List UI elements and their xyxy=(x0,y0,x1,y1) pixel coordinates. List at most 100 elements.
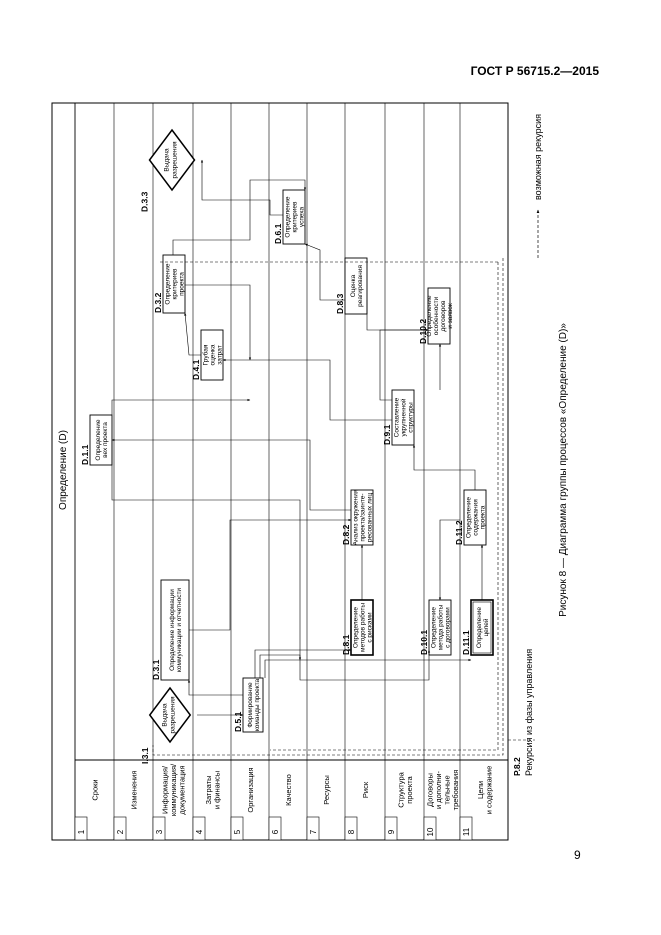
flow-connector xyxy=(259,649,431,681)
lane-name: Риск xyxy=(361,781,370,798)
lane-name: коммуникация/ xyxy=(169,763,178,816)
lane-number: 10 xyxy=(426,827,435,836)
process-id: D.8.3 xyxy=(335,293,345,314)
lane-name: тельные xyxy=(442,775,451,804)
lane-name: Качество xyxy=(284,774,293,806)
diagram-title: Определение (D) xyxy=(58,430,69,510)
lane-name: и содержание xyxy=(484,766,493,815)
recursion-id: P.8.2 xyxy=(512,757,522,776)
process-id: D.10.2 xyxy=(418,319,428,344)
process-label: и заявок xyxy=(447,303,454,329)
lane-name: Сроки xyxy=(91,779,100,800)
lane-name: и финансы xyxy=(212,771,221,809)
flow-connector xyxy=(111,440,302,661)
process-label: Оценка xyxy=(350,274,357,297)
process-label: затрат xyxy=(217,345,224,365)
diagram-frame xyxy=(51,102,509,841)
flow-connector xyxy=(189,518,352,631)
process-label: Выдача xyxy=(164,148,171,172)
process-label: разрешения xyxy=(170,696,177,733)
flow-connector xyxy=(264,658,472,678)
process-id: D.11.2 xyxy=(454,520,464,545)
page-number: 9 xyxy=(574,848,581,862)
flow-connector xyxy=(412,444,476,490)
process-id: D.5.1 xyxy=(233,711,243,732)
process-label: вех проекта xyxy=(102,422,109,458)
lane-name: проекта xyxy=(405,775,414,803)
lane-name: Договоры xyxy=(425,773,434,807)
process-label: Формирование xyxy=(247,682,254,728)
lane-number: 11 xyxy=(462,827,471,836)
lane-number: 9 xyxy=(387,829,396,834)
process-id: D.11.1 xyxy=(461,630,471,655)
lane-name: Цели xyxy=(476,781,485,799)
lane-name: Ресурсы xyxy=(322,775,331,805)
process-id: D.3.2 xyxy=(153,292,163,313)
process-label: структуры xyxy=(408,402,415,433)
process-label: Определение информации xyxy=(169,589,176,671)
lane-name: документация xyxy=(178,765,187,814)
process-label: Определение xyxy=(466,497,473,538)
flow-connector xyxy=(254,648,352,678)
diagram-caption: Рисунок 8 — Диаграмма группы процессов «… xyxy=(558,323,569,617)
process-label: Выдача xyxy=(162,703,169,727)
recursion-label: Рекурсия из фазы управления xyxy=(524,649,534,776)
process-label: Определение xyxy=(285,196,292,237)
document-header: ГОСТ Р 56715.2—2015 xyxy=(470,64,599,78)
process-label: критериев xyxy=(292,201,299,232)
process-label: Составление xyxy=(394,397,401,437)
recursion-dashed-line xyxy=(152,258,504,756)
flow-connector xyxy=(304,243,345,301)
process-id: D.9.1 xyxy=(382,424,392,445)
lane-number: 1 xyxy=(77,829,86,834)
flow-connector xyxy=(187,679,243,696)
lane-number: 7 xyxy=(309,829,318,834)
lane-number: 5 xyxy=(233,829,242,834)
lane-name: требования xyxy=(451,770,460,811)
process-label: реагирования xyxy=(357,265,364,307)
process-label: Анализ окружения xyxy=(353,489,360,545)
flow-connector xyxy=(200,159,283,216)
process-id: D.1.1 xyxy=(80,444,90,465)
lane-name: Структура xyxy=(396,771,405,807)
process-id: D.8.1 xyxy=(341,634,351,655)
process-label: Определение xyxy=(353,607,360,648)
flow-connector xyxy=(438,519,460,601)
lane-name: Информация/ xyxy=(161,765,170,814)
flow-connector xyxy=(366,300,429,332)
process-label: проекта xyxy=(179,272,186,296)
process-id: D.4.1 xyxy=(191,359,201,380)
process-label: Определение xyxy=(476,607,483,648)
process-label: с рисками xyxy=(367,612,374,643)
process-label: разрешения xyxy=(172,141,179,178)
process-label: особенности xyxy=(432,296,440,335)
lane-number: 3 xyxy=(155,829,164,834)
process-id: D.3.1 xyxy=(151,659,161,680)
process-label: критериев xyxy=(172,268,179,299)
process-label: успеха xyxy=(299,207,306,228)
process-label: с договорами xyxy=(445,607,452,648)
process-label: методов работы xyxy=(359,603,367,652)
lane-number: 2 xyxy=(116,829,125,834)
lane-name: Изменения xyxy=(130,771,139,810)
process-label: Определение xyxy=(431,607,438,648)
lane-name: Организация xyxy=(246,767,255,812)
recursion-dashed-line xyxy=(270,262,499,751)
flow-connector xyxy=(111,398,251,415)
process-id: I.3.1 xyxy=(140,747,150,764)
